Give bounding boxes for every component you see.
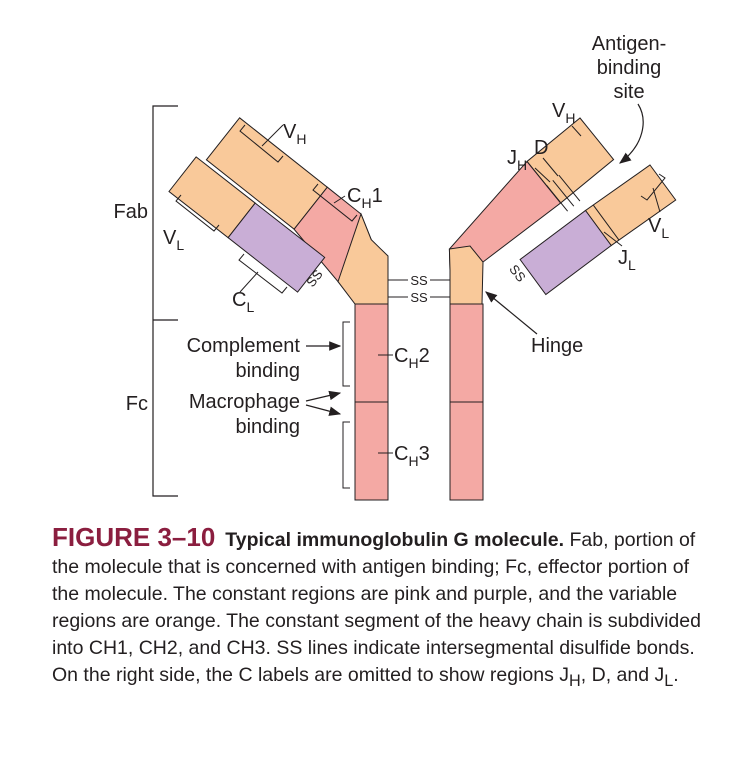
left-heavy-chain (205, 117, 389, 305)
right-ch3-domain (449, 401, 484, 501)
fc-stem (354, 303, 484, 501)
vl-left-label: VL (163, 227, 184, 253)
right-ch2-domain (449, 303, 484, 403)
right-cl-domain (519, 209, 612, 296)
fab-label: Fab (114, 201, 148, 223)
right-jh-band-2 (552, 179, 575, 207)
ss-label-lower: SS (410, 290, 428, 305)
figure-caption: FIGURE 3–10 Typical immunoglobulin G mole… (52, 524, 712, 695)
figure-number: FIGURE 3–10 (52, 522, 216, 552)
left-ch2-domain (354, 303, 389, 403)
vh-right-label: VH (552, 100, 575, 126)
hinge-label: Hinge (531, 335, 583, 357)
left-light-chain (168, 156, 326, 293)
macrophage-label-1: Macrophage (189, 391, 300, 413)
caption-text-2: , D, and J (580, 664, 665, 686)
vl-right-label: VL (648, 215, 669, 241)
ch1-label: CH1 (347, 185, 383, 211)
left-ch3-domain (354, 401, 389, 501)
caption-sub-h: H (569, 671, 581, 690)
antigen-site-label-3: site (613, 81, 644, 103)
fc-label: Fc (126, 393, 148, 415)
hinge-arrow (485, 291, 538, 335)
jh-label: JH (507, 147, 527, 173)
antigen-site-label-2: binding (597, 57, 662, 79)
macrophage-label-2: binding (235, 416, 300, 438)
caption-text-1: Fab, portion of the molecule that is con… (52, 529, 701, 686)
right-jh-band-1 (546, 184, 568, 212)
antigen-site-label-1: Antigen- (592, 33, 667, 55)
complement-label-2: binding (235, 360, 300, 382)
macrophage-arrow-down (305, 404, 342, 416)
caption-text-3: . (673, 664, 679, 686)
domain-brackets (175, 124, 666, 294)
jl-label: JL (618, 247, 636, 273)
igg-diagram: SS SS SS SS VH CH1 VL CL CH2 CH3 Antigen… (114, 33, 677, 501)
fc-binding-brackets (342, 321, 350, 489)
complement-label-1: Complement (187, 335, 301, 357)
antigen-site-arrow (619, 103, 644, 164)
right-jl-band (592, 204, 620, 241)
figure-title: Typical immunoglobulin G molecule. (225, 529, 565, 551)
left-cl-domain (227, 202, 326, 293)
right-light-chain (519, 164, 677, 296)
ch2-label: CH2 (394, 345, 430, 371)
d-label: D (534, 137, 548, 159)
right-d-band (558, 174, 581, 202)
hinge-disulfide-bonds: SS SS (388, 273, 450, 305)
macrophage-arrow-up (305, 390, 342, 402)
caption-sub-l: L (664, 671, 674, 690)
ss-label-upper: SS (410, 273, 428, 288)
cl-left-label: CL (232, 289, 254, 315)
fab-fc-bracket (152, 105, 178, 497)
vh-left-label: VH (283, 121, 306, 147)
ch3-label: CH3 (394, 443, 430, 469)
